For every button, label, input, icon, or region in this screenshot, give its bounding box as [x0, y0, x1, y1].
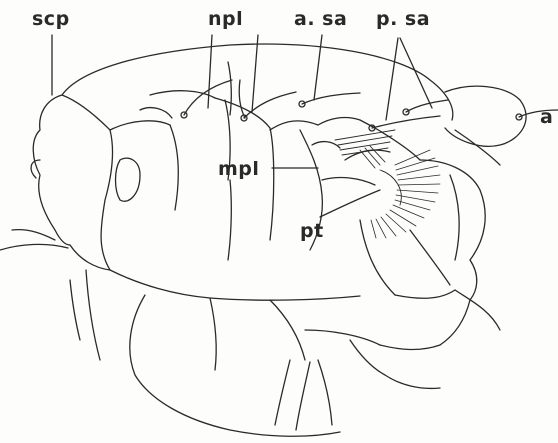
scutum-outline — [62, 44, 453, 120]
label-a-sa: a. sa — [294, 10, 347, 29]
bristle-psa-1 — [372, 116, 440, 128]
leg-3 — [350, 340, 440, 388]
prothorax-outline — [33, 95, 70, 245]
label-a: a — [540, 108, 553, 127]
leader-npl-1 — [208, 35, 212, 108]
label-pt: pt — [300, 222, 324, 241]
leader-asa — [314, 35, 322, 100]
label-npl: npl — [208, 10, 243, 29]
scutellum-lobe — [445, 86, 526, 146]
bristle-npl-2 — [244, 92, 296, 118]
leader-npl-2 — [252, 35, 258, 112]
label-p-sa: p. sa — [376, 10, 430, 29]
leg-2 — [318, 360, 332, 425]
leg-1 — [275, 360, 310, 430]
leader-pt — [320, 190, 380, 217]
bristle-psa-2 — [406, 100, 448, 112]
bristle-fan — [371, 150, 440, 238]
bristle-asa — [302, 93, 360, 104]
leader-psa-2 — [400, 38, 432, 108]
label-scp: scp — [32, 10, 70, 29]
sternopleuron-outline — [110, 270, 360, 300]
label-mpl: mpl — [218, 160, 259, 179]
spiracle — [116, 158, 141, 201]
leader-psa-1 — [386, 38, 398, 120]
pteropleural-hatching — [335, 130, 401, 205]
